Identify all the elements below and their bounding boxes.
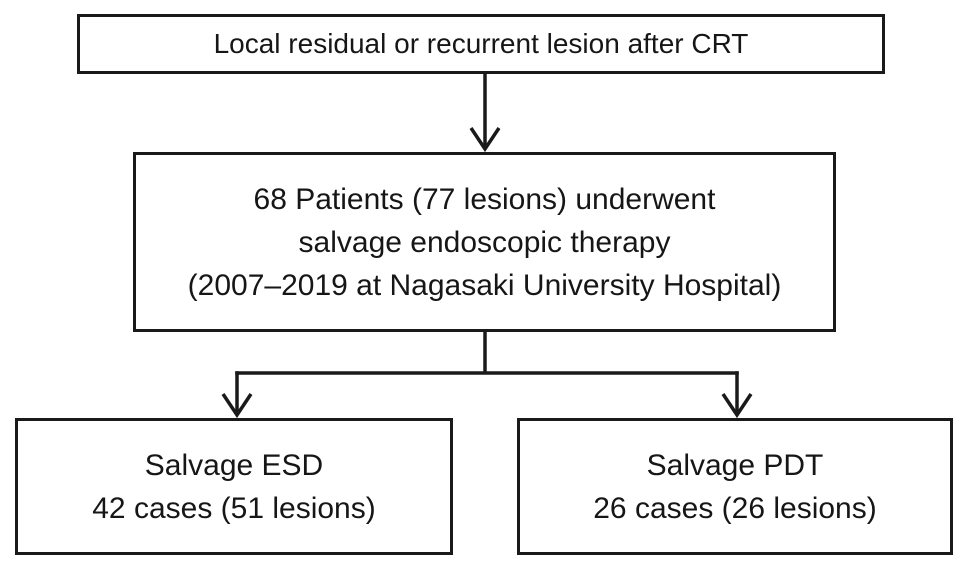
node-cohort-line-1: 68 Patients (77 lesions) underwent	[253, 182, 716, 216]
arrowhead-down-icon	[721, 393, 753, 419]
node-cohort-line-2: salvage endoscopic therapy	[298, 225, 671, 259]
node-salvage-pdt-count: 26 cases (26 lesions)	[593, 491, 877, 525]
node-cohort: 68 Patients (77 lesions) underwent salva…	[133, 152, 836, 332]
arrowhead-down-icon	[221, 393, 253, 419]
arrowhead-down-icon	[469, 127, 501, 153]
node-root-label: Local residual or recurrent lesion after…	[213, 28, 749, 59]
node-root: Local residual or recurrent lesion after…	[77, 14, 885, 74]
node-salvage-esd-count: 42 cases (51 lesions)	[92, 491, 376, 525]
node-cohort-line-3: (2007–2019 at Nagasaki University Hospit…	[187, 268, 782, 302]
node-salvage-esd: Salvage ESD 42 cases (51 lesions)	[15, 418, 453, 555]
node-salvage-pdt: Salvage PDT 26 cases (26 lesions)	[517, 418, 953, 555]
node-salvage-pdt-title: Salvage PDT	[646, 448, 824, 482]
node-salvage-esd-title: Salvage ESD	[144, 448, 324, 482]
